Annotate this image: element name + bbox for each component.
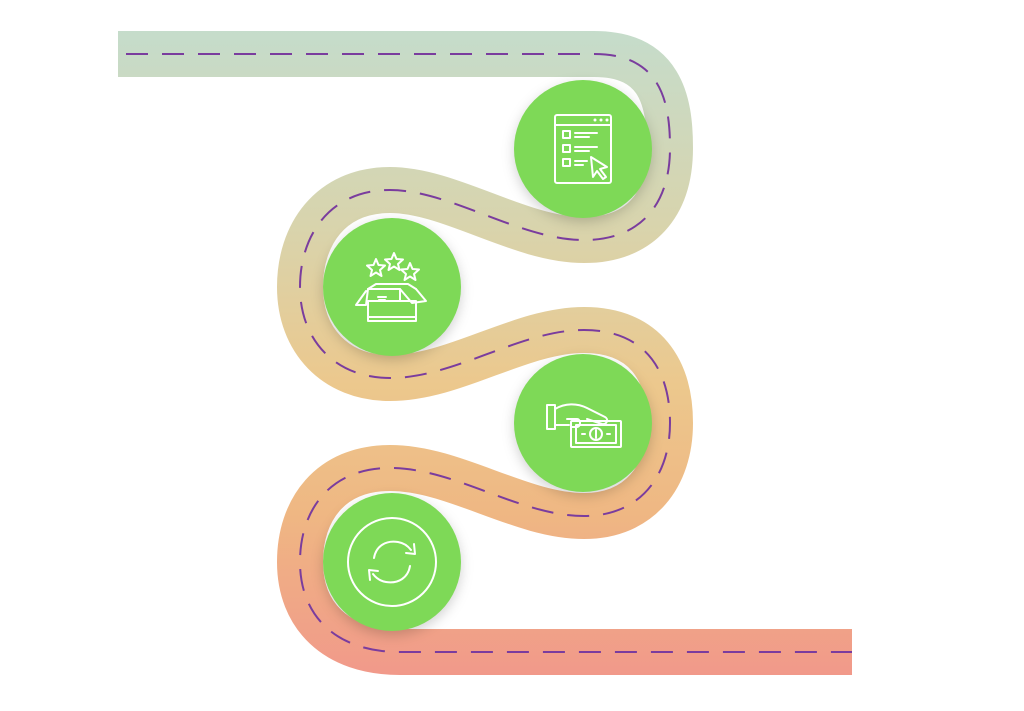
hand-cash-icon: [546, 403, 622, 448]
refresh-arrows-icon: [347, 517, 437, 607]
step-2-circle: [323, 218, 461, 356]
checklist-browser-icon: [554, 114, 612, 184]
winding-road: [118, 31, 852, 675]
step-3-circle: [514, 354, 652, 492]
step-1-circle: [514, 80, 652, 218]
step-4: [323, 493, 461, 631]
open-box-stars-icon: [355, 252, 427, 322]
step-2: [323, 218, 461, 356]
step-1: [514, 80, 652, 218]
road-center-dashes: [118, 53, 852, 653]
step-4-circle: [323, 493, 461, 631]
step-3: [514, 354, 652, 492]
